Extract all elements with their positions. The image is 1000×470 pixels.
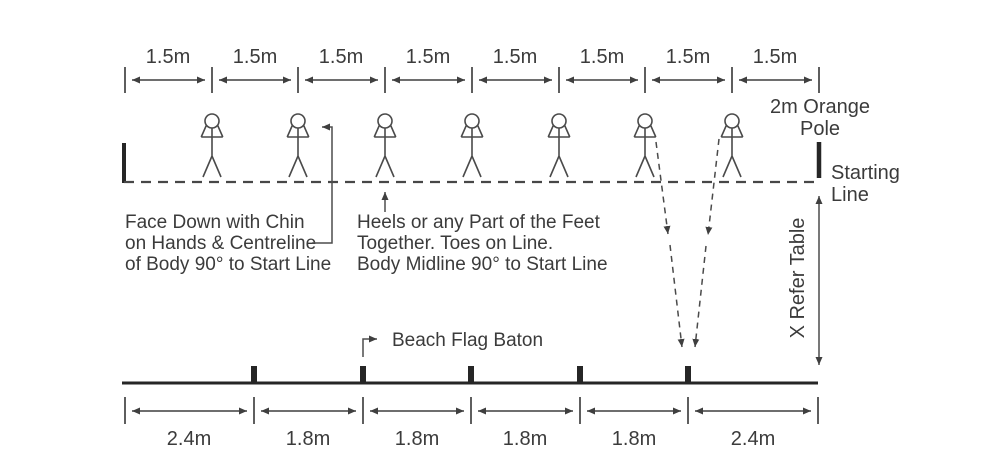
heels-note-line1: Heels or any Part of the Feet: [357, 212, 601, 233]
heels-note-line2: Together. Toes on Line.: [357, 233, 553, 254]
baton-label: Beach Flag Baton: [392, 330, 543, 351]
orange-pole-label-line1: 2m Orange: [770, 96, 870, 118]
run-path: [692, 245, 707, 348]
bottom-measure-label: 2.4m: [167, 428, 211, 450]
face-down-connector: [312, 123, 333, 244]
bottom-measure-labels: 2.4m 1.8m 1.8m 1.8m 1.8m 2.4m: [167, 428, 775, 450]
face-down-note-line3: of Body 90° to Start Line: [125, 254, 331, 275]
stick-figure: [633, 113, 657, 178]
refer-table-label: X Refer Table: [787, 218, 809, 339]
top-measure-label: 1.5m: [146, 46, 190, 68]
stick-figure: [286, 113, 310, 178]
run-path: [669, 244, 685, 348]
run-path: [705, 138, 720, 236]
bottom-tick-row: [124, 397, 819, 424]
heels-note: Heels or any Part of the Feet Together. …: [357, 192, 608, 275]
orange-pole-label-line2: Pole: [800, 118, 840, 140]
top-measure-label: 1.5m: [233, 46, 277, 68]
stick-figure: [200, 113, 224, 178]
top-measure-label: 1.5m: [753, 46, 797, 68]
heels-note-line3: Body Midline 90° to Start Line: [357, 254, 608, 275]
baton-note: Beach Flag Baton: [362, 330, 543, 357]
baton-connector: [362, 335, 377, 357]
run-path-dashed-lines: [655, 138, 720, 348]
stick-figure: [547, 113, 571, 178]
stick-figure: [373, 113, 397, 178]
bottom-measure-label: 2.4m: [731, 428, 775, 450]
beach-flag-batons: [251, 366, 691, 382]
bottom-measure-label: 1.8m: [395, 428, 439, 450]
starting-line-label-line1: Starting: [831, 162, 900, 184]
stick-figure: [720, 113, 744, 178]
bottom-measure-label: 1.8m: [503, 428, 547, 450]
top-tick-row: [124, 67, 820, 93]
top-measure-label: 1.5m: [580, 46, 624, 68]
top-measure-label: 1.5m: [666, 46, 710, 68]
top-measure-label: 1.5m: [319, 46, 363, 68]
competitor-figures: [200, 113, 744, 178]
top-measure-label: 1.5m: [493, 46, 537, 68]
starting-line-label-line2: Line: [831, 184, 869, 206]
bottom-measure-label: 1.8m: [612, 428, 656, 450]
stick-figure: [460, 113, 484, 178]
bottom-measure-label: 1.8m: [286, 428, 330, 450]
face-down-note-line2: on Hands & Centreline: [125, 233, 316, 254]
face-down-note-line1: Face Down with Chin: [125, 212, 305, 233]
face-down-note: Face Down with Chin on Hands & Centrelin…: [125, 123, 333, 275]
run-path: [655, 141, 671, 235]
top-measure-labels: 1.5m 1.5m 1.5m 1.5m 1.5m 1.5m 1.5m 1.5m: [146, 46, 797, 68]
top-measure-label: 1.5m: [406, 46, 450, 68]
